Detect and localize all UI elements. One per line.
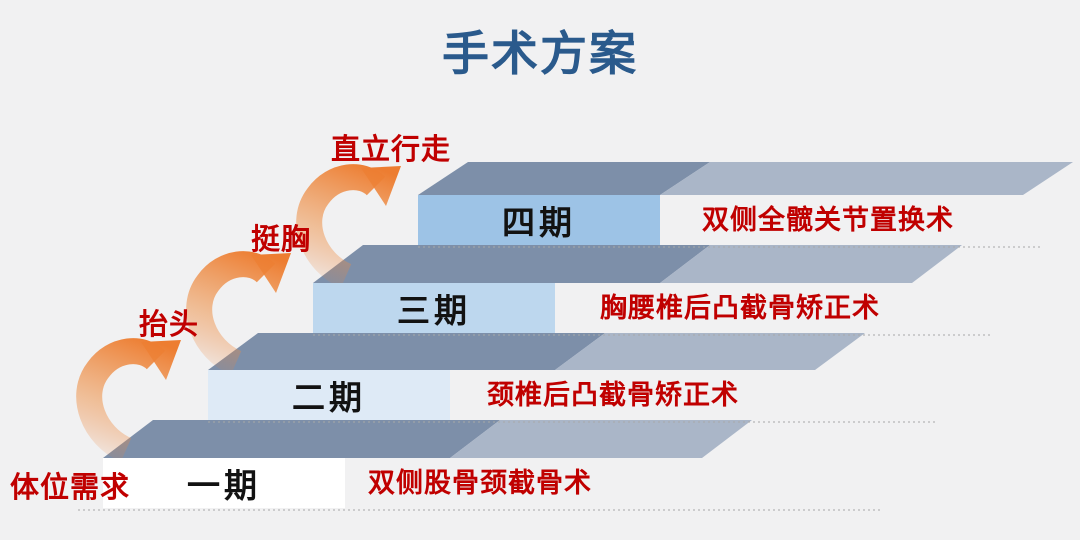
page-title: 手术方案	[442, 27, 638, 80]
row-dotted-rules	[78, 246, 1043, 511]
caption-raise-head: 抬头	[139, 309, 200, 341]
step1-top-surface	[103, 420, 752, 458]
procedure-label-2: 颈椎后凸截骨矫正术	[487, 380, 739, 410]
caption-position-need: 体位需求	[10, 472, 131, 504]
phase-box-4: 四期	[418, 195, 660, 245]
caption-walk-upright: 直立行走	[331, 134, 452, 166]
step2-top-surface	[208, 333, 865, 370]
phase-box-3: 三期	[313, 283, 555, 333]
procedure-label-1: 双侧股骨颈截骨术	[368, 468, 592, 498]
procedure-label-3: 胸腰椎后凸截骨矫正术	[600, 293, 880, 323]
procedure-label-4: 双侧全髋关节置换术	[702, 205, 954, 235]
caption-chest-out: 挺胸	[251, 224, 312, 256]
phase-box-2: 二期	[208, 370, 450, 420]
phase-box-1: 一期	[103, 458, 345, 508]
step4-top-surface	[418, 162, 1073, 195]
step3-top-surface	[313, 245, 962, 283]
